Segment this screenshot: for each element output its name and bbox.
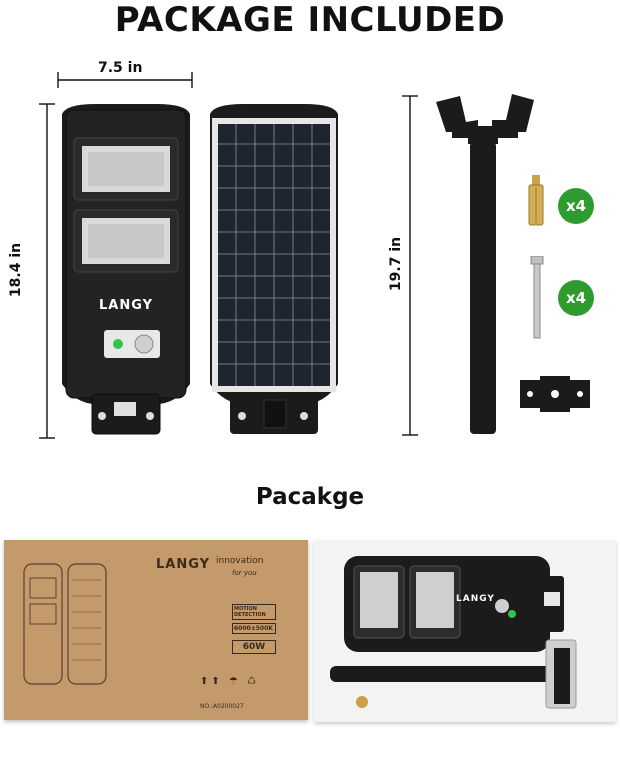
box-tagline: innovation (216, 556, 264, 566)
bracket-plate-icon (520, 376, 590, 412)
dimension-lines (39, 72, 418, 439)
packed-light (330, 556, 577, 709)
package-heading: Pacakge (255, 484, 365, 510)
box-model: NO.:A0200027 (200, 703, 244, 710)
width-label: 7.5 in (98, 60, 143, 76)
screw-icon (530, 256, 544, 339)
cardboard-box (4, 540, 308, 720)
box-care-icons: ⬆⬆ ☂ ♺ (200, 676, 260, 687)
box-slogan: for you (232, 569, 257, 577)
box-light-outline (23, 563, 107, 685)
badge-x4-bolt: x4 (558, 188, 594, 224)
box-wattage: 60W (232, 640, 276, 654)
light-solar-panel (210, 104, 338, 434)
mounting-pole (436, 94, 534, 434)
box-feature-cct: 6000±500K (232, 623, 276, 634)
page-title: PACKAGE INCLUDED (114, 0, 506, 40)
height-label: 18.4 in (8, 242, 24, 298)
light-brand: LANGY (98, 298, 154, 313)
packed-light-brand: LANGY (456, 594, 495, 604)
pole-length-label: 19.7 in (388, 236, 404, 292)
expansion-bolt-icon (528, 175, 544, 226)
light-front (62, 104, 190, 435)
box-feature-motion: MOTION DETECTION (232, 604, 276, 620)
badge-x4-screw: x4 (558, 280, 594, 316)
box-brand: LANGY (156, 557, 211, 572)
